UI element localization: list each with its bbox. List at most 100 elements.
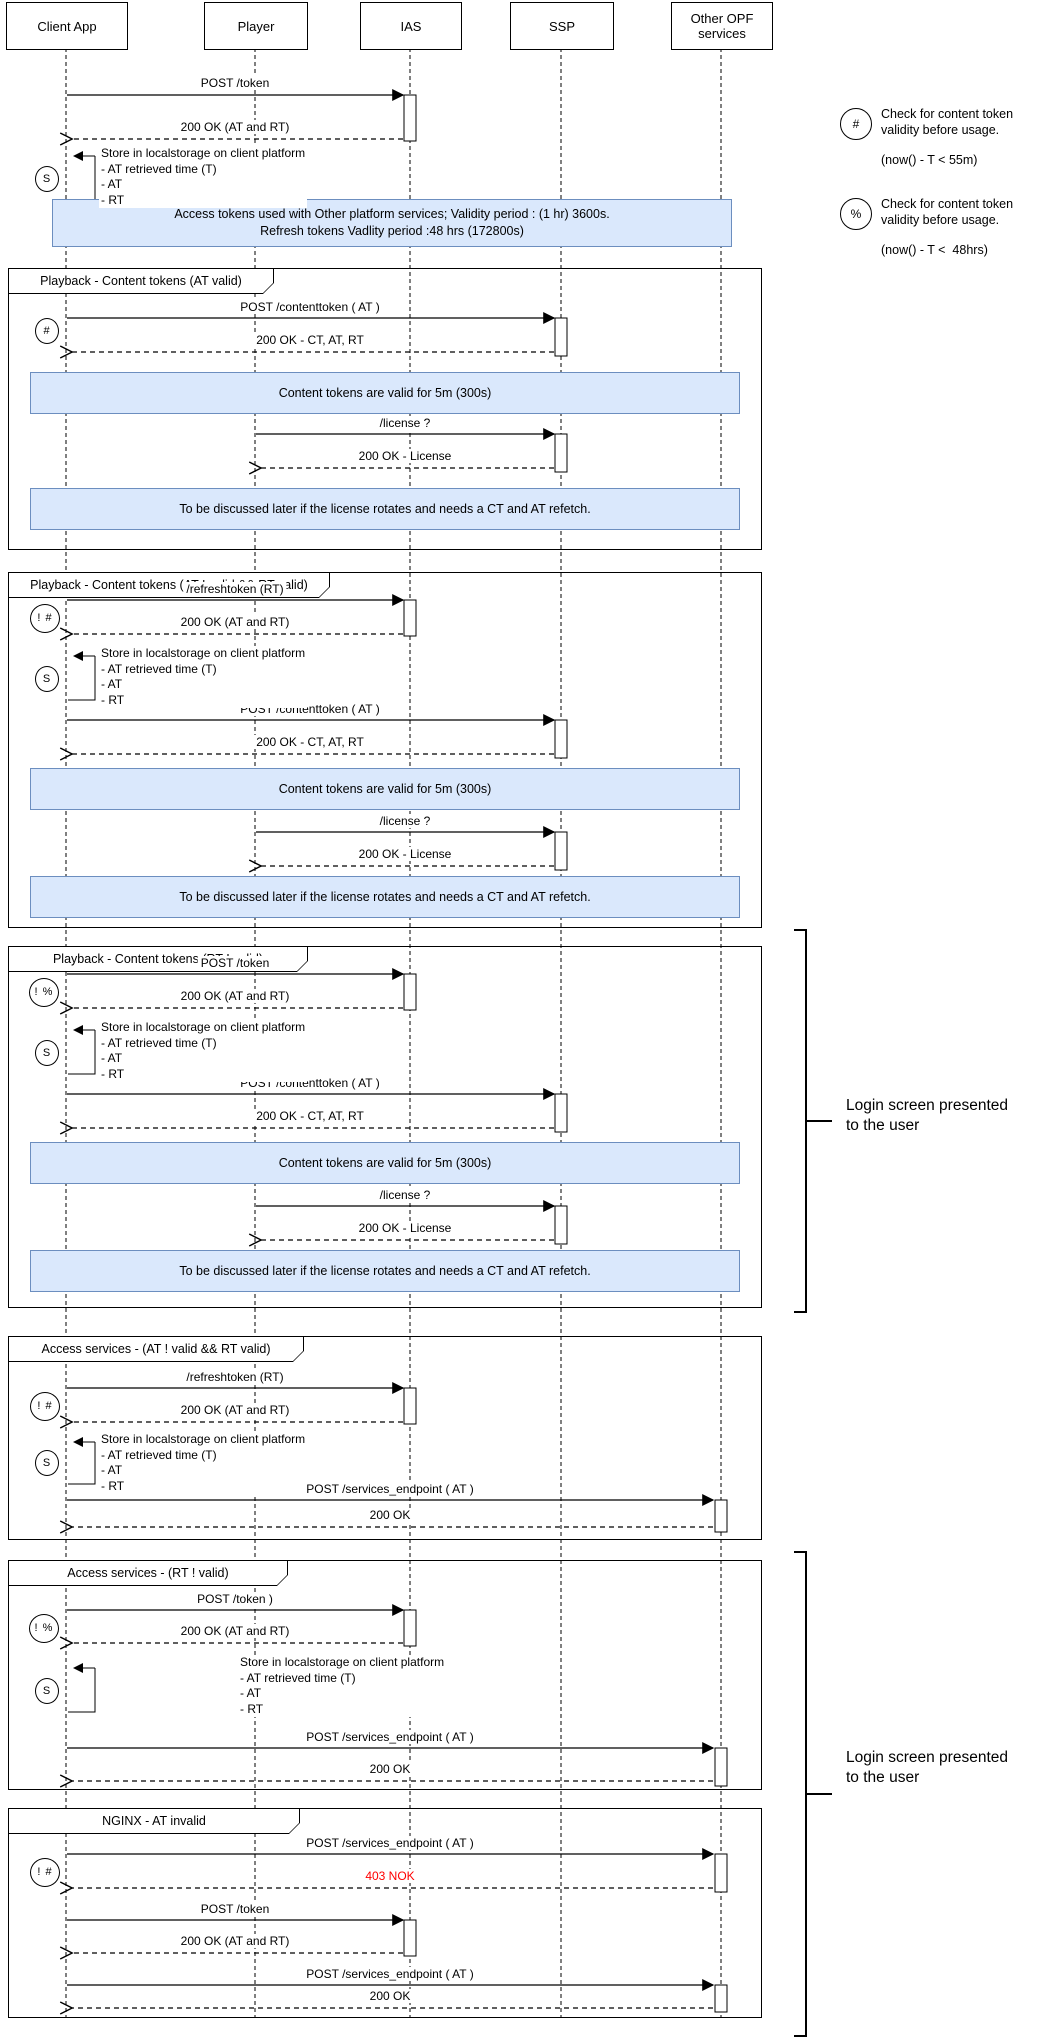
self-message-line [68,1442,96,1485]
legend-text: Check for content token validity before … [881,107,1014,137]
activation-bar [403,1387,417,1425]
self-message-text: Store in localstorage on client platform… [99,1432,308,1494]
frame-1 [8,268,762,550]
note: To be discussed later if the license rot… [30,1250,740,1292]
self-message-line [68,1668,96,1713]
actor-box-client-app: Client App [6,2,128,50]
message-label: 200 OK - CT, AT, RT [253,333,367,347]
message-label: POST /services_endpoint ( AT ) [303,1836,477,1850]
self-message-text: Store in localstorage on client platform… [238,1655,447,1717]
message-label: 200 OK [366,1989,414,2003]
badge-hash: # [35,318,59,344]
activation-bar [554,831,568,871]
message-label: 403 NOK [362,1869,418,1883]
badge-s: S [35,1450,59,1476]
message-label: 200 OK (AT and RT) [177,615,293,629]
frame-6 [8,1808,762,2018]
badge-hash: ! # [30,1391,60,1421]
legend-symbol-percent: % [840,198,872,230]
badge-percent: ! % [29,977,59,1007]
legend-symbol-hash: # [840,108,872,140]
badge-hash: ! # [30,1857,60,1887]
badge-percent: ! % [29,1613,59,1643]
bracket-label: Login screen presented to the user [846,1097,1009,1134]
activation-bar [714,1499,728,1533]
actor-box-other-opf-services: Other OPF services [671,2,773,50]
actor-box-ias: IAS [360,2,462,50]
note: To be discussed later if the license rot… [30,488,740,530]
message-label: 200 OK - License [355,449,455,463]
message-label: 200 OK (AT and RT) [177,1934,293,1948]
note: Content tokens are valid for 5m (300s) [30,372,740,414]
frame-label-tab: NGINX - AT invalid [8,1808,300,1834]
activation-bar [714,1853,728,1893]
message-label: 200 OK (AT and RT) [177,989,293,1003]
message-label: 200 OK - License [355,847,455,861]
activation-bar [403,599,417,637]
note: Content tokens are valid for 5m (300s) [30,1142,740,1184]
annotation-bracket [794,929,832,1313]
frame-5 [8,1560,762,1790]
frame-label-tab: Playback - Content tokens (AT valid) [8,268,274,294]
message-label: /refreshtoken (RT) [183,582,287,596]
activation-bar [403,973,417,1011]
frame-label: NGINX - AT invalid [9,1809,299,1833]
message-label: 200 OK (AT and RT) [177,120,293,134]
message-label: 200 OK [366,1508,414,1522]
self-message-line [68,656,96,701]
message-label: /license ? [376,814,434,828]
frame-label-tab: Access services - (RT ! valid) [8,1560,288,1586]
badge-s: S [35,666,59,692]
activation-bar [714,1984,728,2013]
badge-s: S [35,1678,59,1704]
message-label: POST /token [197,956,273,970]
message-label: POST /services_endpoint ( AT ) [303,1730,477,1744]
message-label: /license ? [376,416,434,430]
frame-4 [8,1336,762,1540]
self-message-line [68,156,96,201]
activation-bar [554,1205,568,1245]
bracket-label: Login screen presented to the user [846,1749,1009,1786]
frame-3 [8,946,762,1308]
note: Access tokens used with Other platform s… [52,199,732,247]
frame-2 [8,572,762,928]
legend-text: Check for content token validity before … [881,197,1014,227]
message-label: POST /services_endpoint ( AT ) [303,1482,477,1496]
legend-formula: (now() - T < 48hrs) [881,243,988,257]
badge-s: S [35,1040,59,1066]
message-label: /refreshtoken (RT) [183,1370,287,1384]
self-message-text: Store in localstorage on client platform… [99,146,308,208]
badge-s: S [35,166,59,192]
message-label: 200 OK - License [355,1221,455,1235]
annotation-bracket [794,1551,832,2037]
message-label: 200 OK - CT, AT, RT [253,735,367,749]
activation-bar [714,1747,728,1787]
self-message-line [68,1030,96,1075]
note: Content tokens are valid for 5m (300s) [30,768,740,810]
frame-label: Access services - (RT ! valid) [9,1561,287,1585]
message-label: POST /token [197,1902,273,1916]
message-label: 200 OK - CT, AT, RT [253,1109,367,1123]
message-label: POST /token [197,76,273,90]
frame-label: Access services - (AT ! valid && RT vali… [9,1337,303,1361]
actor-box-ssp: SSP [510,2,614,50]
activation-bar [554,433,568,473]
message-label: POST /token ) [194,1592,276,1606]
frame-label-tab: Access services - (AT ! valid && RT vali… [8,1336,304,1362]
activation-bar [554,317,568,357]
actor-box-player: Player [204,2,308,50]
activation-bar [403,1609,417,1647]
note: To be discussed later if the license rot… [30,876,740,918]
message-label: 200 OK (AT and RT) [177,1624,293,1638]
legend-formula: (now() - T < 55m) [881,153,978,167]
badge-hash: ! # [30,603,60,633]
message-label: 200 OK [366,1762,414,1776]
activation-bar [403,1919,417,1957]
message-label: POST /services_endpoint ( AT ) [303,1967,477,1981]
activation-bar [554,719,568,759]
activation-bar [554,1093,568,1133]
frame-label: Playback - Content tokens (AT valid) [9,269,273,293]
message-label: /license ? [376,1188,434,1202]
